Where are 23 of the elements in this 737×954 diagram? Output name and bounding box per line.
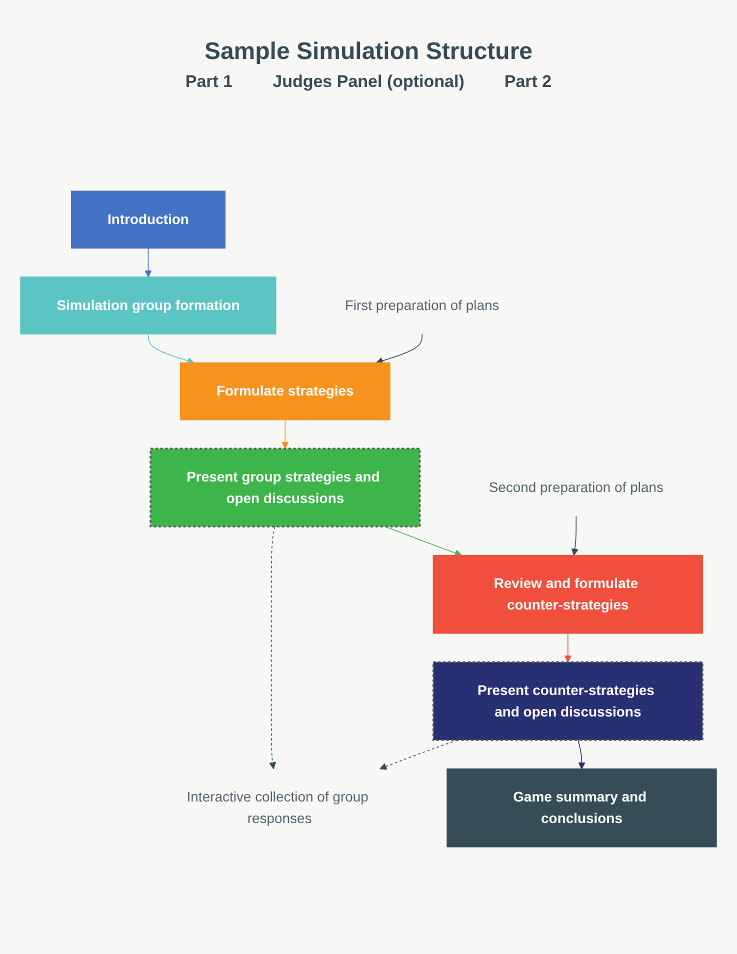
node-text: Second preparation of plans — [488, 480, 664, 496]
arrow — [282, 419, 289, 449]
node-box: Present counter-strategies and open discussions — [432, 661, 704, 741]
node-box: Introduction — [70, 190, 226, 249]
arrow — [578, 740, 586, 770]
arrow — [144, 248, 152, 278]
node-text: Interactive collection of group responses — [186, 789, 368, 826]
node-box: Present group strategies and open discussions — [150, 448, 421, 528]
arrow — [376, 334, 422, 364]
arrow — [268, 526, 276, 770]
diagram-title: Sample Simulation Structure — [204, 38, 533, 66]
arrow — [148, 334, 194, 364]
node-box: Formulate strategies — [180, 362, 390, 420]
side-label: Part 2 — [504, 72, 552, 92]
side-label: Part 1 — [185, 72, 233, 92]
side-label: Judges Panel (optional) — [272, 72, 464, 92]
node-box: Review and formulate counter-strategies — [432, 554, 704, 634]
node-box: Game summary and conclusions — [446, 768, 717, 848]
arrow — [385, 526, 462, 556]
arrow — [564, 632, 572, 662]
node-text: First preparation of plans — [344, 297, 500, 314]
arrow — [571, 516, 578, 556]
node-box: Simulation group formation — [20, 276, 276, 334]
